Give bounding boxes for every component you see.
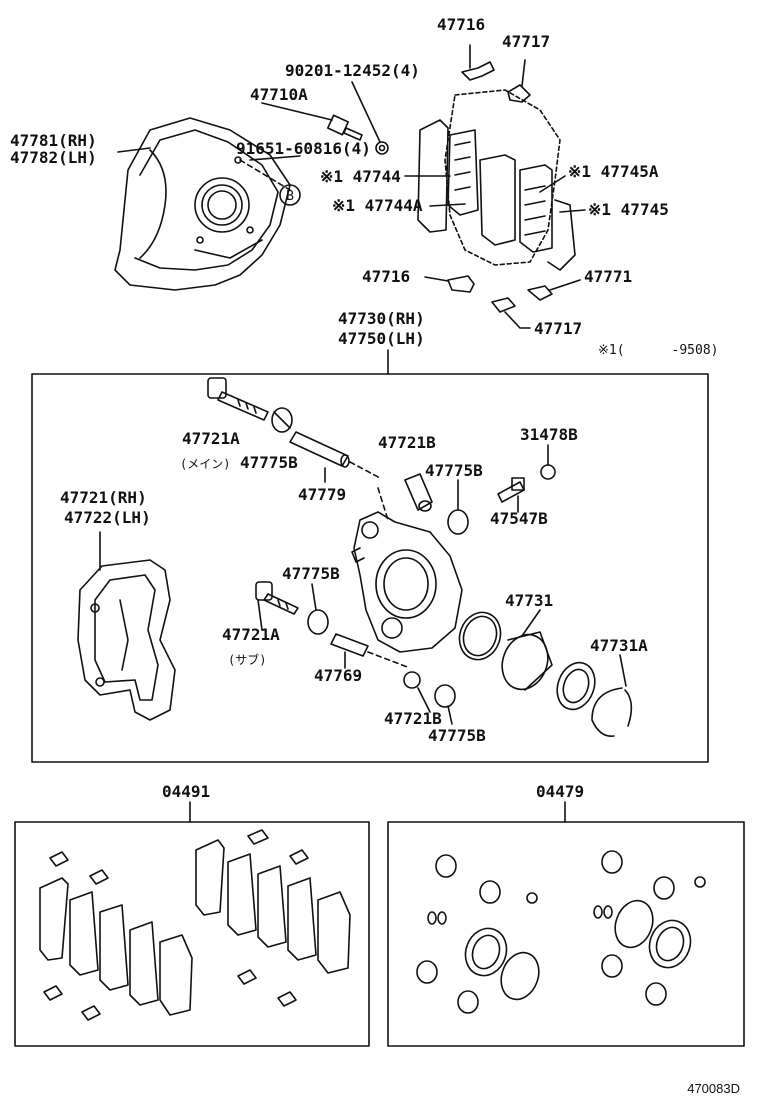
label-47717-mid: 47717	[534, 319, 583, 338]
caliper-body-shape	[351, 511, 463, 653]
kit-04491-pads	[39, 829, 351, 1021]
note-9508: ※1( -9508)	[598, 343, 719, 358]
label-04491: 04491	[162, 782, 211, 801]
label-sub-jp: (サブ)	[228, 653, 267, 667]
label-47775b-3: 47775B	[282, 564, 340, 583]
boot-47775b-2-shape	[447, 479, 469, 535]
cap-31478b-shape	[540, 444, 556, 480]
label-47721a-main: 47721A	[182, 429, 240, 448]
label-47731: 47731	[505, 591, 554, 610]
clip-47717-top-shape	[507, 59, 531, 103]
label-31478b: 31478B	[520, 425, 578, 444]
clip-47716-mid-shape	[424, 275, 475, 293]
label-47717-top: 47717	[502, 32, 551, 51]
bleeder-47547b-shape	[497, 477, 525, 513]
pin-47769-shape	[330, 633, 369, 669]
label-47779: 47779	[298, 485, 347, 504]
label-47782-lh: 47782(LH)	[10, 148, 97, 167]
snap-ring-47731a-shape	[591, 654, 633, 737]
label-47721a-sub: 47721A	[222, 625, 280, 644]
b-marker-label: B	[286, 189, 294, 204]
boot-47775b-4-shape	[434, 684, 456, 725]
boot-47775b-3-shape	[307, 583, 329, 635]
label-47716-mid: 47716	[362, 267, 411, 286]
kit-04479-seals	[416, 850, 706, 1014]
piston-seal-47731-shape	[458, 611, 502, 661]
bushing-47721b-1-shape	[404, 473, 433, 512]
bolt-47710a-shape	[261, 102, 363, 141]
label-47781-rh: 47781(RH)	[10, 131, 97, 150]
label-47731a: 47731A	[590, 636, 648, 655]
label-47771: 47771	[584, 267, 633, 286]
label-47722-lh: 47722(LH)	[64, 508, 151, 527]
bushing-47721b-2-shape	[403, 671, 431, 713]
label-47721-rh: 47721(RH)	[60, 488, 147, 507]
clip-47717-mid-shape	[491, 297, 531, 329]
label-90201-12452: 90201-12452(4)	[285, 61, 420, 80]
label-47745a: ※1 47745A	[568, 162, 659, 181]
label-47716-top: 47716	[437, 15, 486, 34]
label-47769: 47769	[314, 666, 363, 685]
label-47730-rh: 47730(RH)	[338, 309, 425, 328]
label-47710a: 47710A	[250, 85, 308, 104]
clip-47716-top-shape	[461, 44, 495, 81]
label-47750-lh: 47750(LH)	[338, 329, 425, 348]
label-47775b-4: 47775B	[428, 726, 486, 745]
label-47775b-1: 47775B	[240, 453, 298, 472]
dust-cover-shape	[114, 117, 291, 291]
piston-shape	[501, 609, 553, 691]
b-marker-circle	[279, 184, 301, 206]
label-04479: 04479	[536, 782, 585, 801]
label-47745: ※1 47745	[588, 200, 669, 219]
label-47775b-2: 47775B	[425, 461, 483, 480]
label-47721b-2: 47721B	[384, 709, 442, 728]
kit-04491-box	[14, 821, 370, 1047]
cylinder-boot-shape	[556, 661, 596, 711]
diagram-reference-code: 470083D	[687, 1081, 740, 1096]
kit-04479-box	[387, 821, 745, 1047]
bolt-47721a-main-shape	[207, 377, 269, 421]
label-91651-60816: 91651-60816(4)	[236, 139, 371, 158]
clip-47771-shape	[527, 279, 581, 301]
boot-47775b-1-shape	[271, 407, 293, 433]
label-47721b-1: 47721B	[378, 433, 436, 452]
label-47744a: ※1 47744A	[332, 196, 423, 215]
pin-47779-shape	[289, 431, 350, 483]
bolt-47721a-sub-shape	[255, 581, 299, 631]
label-47547b: 47547B	[490, 509, 548, 528]
label-47744: ※1 47744	[320, 167, 401, 186]
brake-pad-set-upper	[417, 89, 576, 271]
label-main-jp: (メイン)	[180, 457, 231, 471]
caliper-assembly-box	[31, 373, 709, 763]
washer-90201-shape	[351, 81, 389, 155]
mounting-bracket-shape	[77, 531, 176, 721]
